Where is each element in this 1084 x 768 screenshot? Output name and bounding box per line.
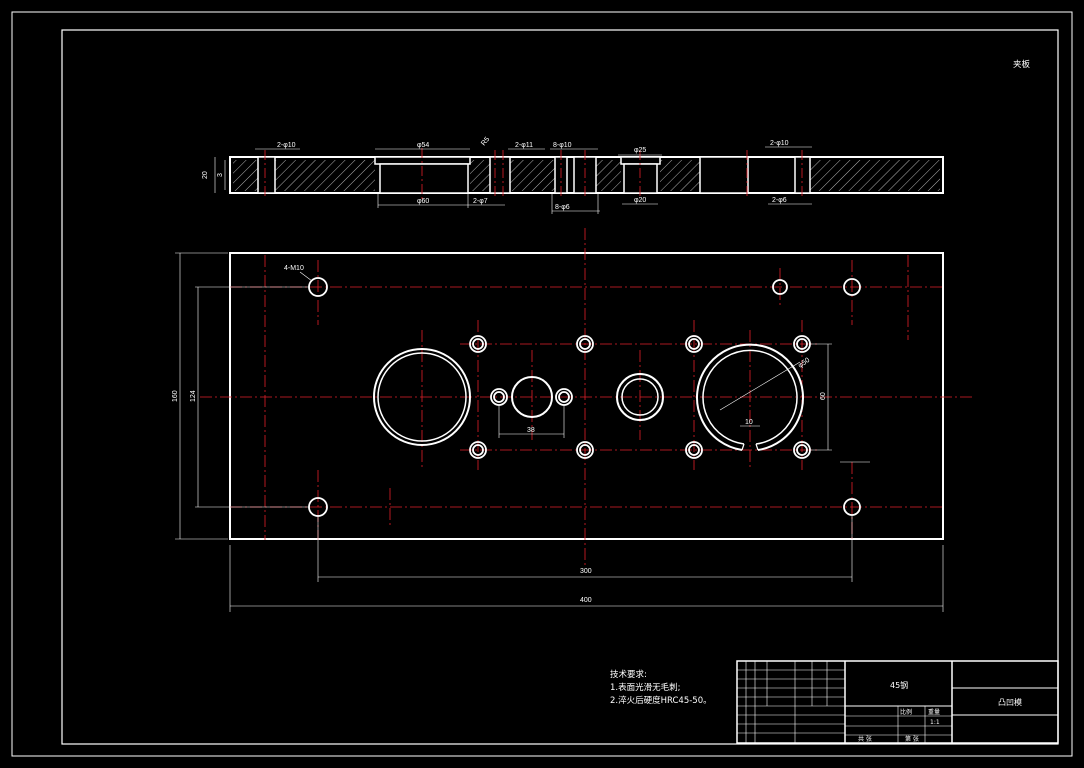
label-w300: 300	[580, 568, 592, 575]
label-d2-10r: 2-φ10	[770, 140, 789, 147]
label-w400: 400	[580, 597, 592, 604]
label-d7: 2-φ7	[473, 198, 488, 205]
label-h20: 20	[202, 171, 209, 179]
title-weight-label: 重量	[928, 708, 940, 716]
label-60: 60	[820, 392, 827, 400]
title-part-name: 凸凹模	[998, 697, 1022, 707]
label-d25: φ25	[634, 147, 646, 154]
label-hole-4: 4-M10	[284, 265, 304, 272]
label-h3: 3	[217, 173, 224, 177]
inner-frame	[61, 29, 1059, 745]
label-r: φ50	[797, 357, 811, 370]
title-block	[736, 660, 1059, 744]
label-d2-6: 2-φ6	[772, 197, 787, 204]
label-d54: φ54	[417, 142, 429, 149]
label-d11: 2-φ11	[515, 142, 533, 149]
title-ratio: 1:1	[930, 719, 940, 726]
label-d60: φ60	[417, 198, 429, 205]
title-sheet: 共 张	[858, 735, 872, 743]
label-d20: φ20	[634, 197, 646, 204]
label-h124: 124	[190, 390, 197, 402]
corner-label: 夹板	[1013, 59, 1031, 70]
title-scale-label: 比例	[900, 708, 912, 716]
label-38: 38	[527, 427, 535, 434]
section-view: 2-φ10 φ54 R5 2-φ11 8-φ10 φ25 2-φ10 φ60 2…	[202, 136, 944, 214]
label-d8-6: 8-φ6	[555, 204, 570, 211]
tech-notes: 技术要求: 1.表面光滑无毛刺; 2.淬火后硬度HRC45-50。	[610, 669, 712, 706]
plan-view: 4-M10 400 300 160 124 38 10 60 φ50	[172, 228, 975, 612]
label-d8-10: 8-φ10	[553, 142, 572, 149]
title-sheet2: 第 张	[905, 735, 919, 743]
title-material: 45钢	[890, 680, 908, 690]
label-d-left: 2-φ10	[277, 142, 296, 149]
label-r: R5	[480, 136, 491, 147]
tech-notes-title: 技术要求:	[610, 669, 647, 680]
tech-notes-line1: 1.表面光滑无毛刺;	[610, 682, 680, 693]
label-10: 10	[745, 419, 753, 426]
outer-frame	[11, 11, 1073, 757]
tech-notes-line2: 2.淬火后硬度HRC45-50。	[610, 695, 712, 706]
label-h160: 160	[172, 390, 179, 402]
